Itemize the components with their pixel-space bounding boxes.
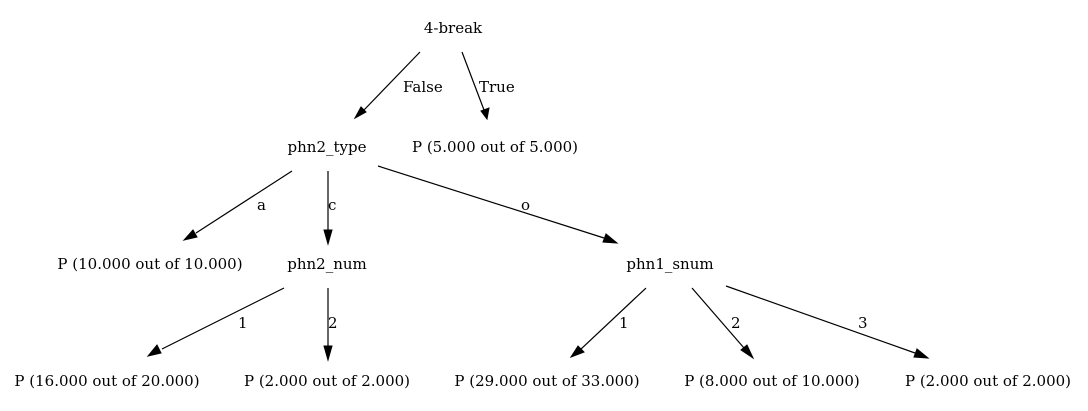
node-leaf-a: P (10.000 out of 10.000): [57, 255, 242, 273]
edge-label-snum-3: 3: [858, 314, 868, 332]
node-leaf-snum-1: P (29.000 out of 33.000): [454, 372, 639, 390]
edge-snum-3-line: [725, 285, 916, 354]
edge-root-false-line: [363, 51, 421, 111]
node-leaf-true: P (5.000 out of 5.000): [412, 138, 578, 156]
edge-num-1-line: [161, 287, 285, 350]
edge-label-snum-2: 2: [731, 314, 741, 332]
edge-num-1-arrowhead: [146, 344, 162, 357]
node-leaf-num-1: P (16.000 out of 20.000): [14, 372, 199, 390]
node-leaf-snum-3: P (2.000 out of 2.000): [905, 372, 1071, 390]
edge-root-true-line: [461, 51, 485, 111]
edge-snum-1-arrowhead: [569, 345, 585, 359]
edge-label-root-true: True: [479, 78, 515, 96]
node-phn1-snum: phn1_snum: [626, 255, 713, 273]
edge-root-false-arrowhead: [353, 106, 367, 120]
node-phn2-num: phn2_num: [287, 255, 367, 273]
edge-snum-3-arrowhead: [913, 348, 930, 359]
edge-label-num-1: 1: [238, 314, 248, 332]
edge-snum-2-line: [691, 287, 745, 349]
edge-label-type-o: o: [521, 196, 530, 214]
edge-snum-1-line: [580, 287, 647, 350]
edge-label-root-false: False: [403, 78, 443, 96]
edge-type-o-line: [377, 165, 605, 239]
edge-type-a-arrowhead: [182, 229, 198, 241]
edge-label-type-a: a: [257, 196, 266, 214]
edge-snum-2-arrowhead: [740, 344, 755, 360]
edge-type-a-line: [195, 170, 293, 234]
edge-type-c-arrowhead: [323, 229, 333, 246]
edge-label-snum-1: 1: [619, 314, 629, 332]
edge-label-num-2: 2: [328, 314, 338, 332]
edge-root-true-arrowhead: [480, 107, 490, 121]
node-leaf-snum-2: P (8.000 out of 10.000): [684, 372, 860, 390]
node-root: 4-break: [424, 19, 483, 37]
node-phn2-type: phn2_type: [288, 138, 367, 156]
edge-num-2-arrowhead: [323, 345, 333, 362]
node-leaf-num-2: P (2.000 out of 2.000): [244, 372, 410, 390]
edge-label-type-c: c: [328, 196, 336, 214]
edge-type-o-arrowhead: [602, 233, 619, 244]
